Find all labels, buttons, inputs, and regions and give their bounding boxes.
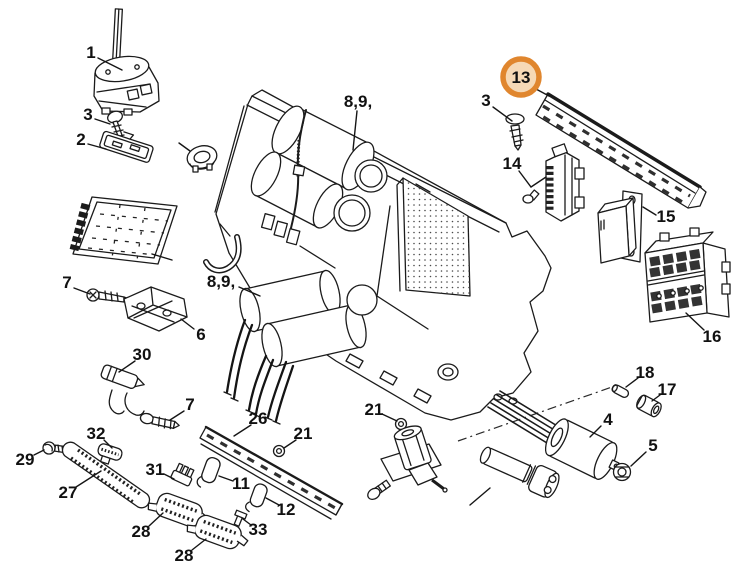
- part-12-clip: [245, 483, 268, 513]
- part-label-7-12[interactable]: 7: [185, 395, 194, 414]
- part-21-nut-a: [272, 444, 286, 458]
- part-28-block-b: [186, 514, 249, 550]
- part-label-28-20[interactable]: 28: [132, 522, 151, 541]
- part-5-nut: [612, 462, 632, 482]
- part-solenoid: [367, 417, 448, 501]
- part-label-12-21[interactable]: 12: [277, 500, 296, 519]
- part-label-26-13[interactable]: 26: [249, 409, 268, 428]
- cartridge-plug: [469, 446, 560, 506]
- part-label-18-25[interactable]: 18: [636, 363, 655, 382]
- leader-line-6-10: [180, 318, 195, 330]
- part-2-mounting-rail: [99, 130, 154, 163]
- part-label-13-5[interactable]: 13: [512, 68, 531, 87]
- leader-line-31-17: [163, 473, 175, 480]
- capacitors-lower: [239, 269, 378, 368]
- part-label-3-1[interactable]: 3: [83, 105, 92, 124]
- part-7-screw-left: [86, 288, 130, 303]
- leader-line-21-24: [381, 413, 398, 422]
- hose: [203, 223, 242, 274]
- leader-line-1-0: [97, 57, 123, 71]
- part-7-screw-mid: [139, 412, 180, 430]
- part-label-21-24[interactable]: 21: [365, 400, 384, 419]
- perforated-panel: [396, 177, 471, 297]
- leader-line-29-16: [33, 449, 45, 456]
- leader-line-21-14: [283, 439, 297, 449]
- leader-line-89-3: [352, 110, 358, 151]
- leader-line-28-20: [148, 512, 164, 527]
- leader-line-5-28: [630, 451, 647, 467]
- leader-line-2-2: [87, 143, 107, 150]
- part-label-21-14[interactable]: 21: [294, 424, 313, 443]
- capacitors-top: [250, 105, 388, 232]
- part-label-27-18[interactable]: 27: [59, 483, 78, 502]
- part-16-contactor: [644, 227, 731, 323]
- leader-line-30-11: [118, 360, 136, 373]
- part-label-16-8[interactable]: 16: [703, 327, 722, 346]
- part-label-5-28[interactable]: 5: [648, 436, 657, 455]
- leader-line-7-9: [73, 287, 91, 295]
- part-32-clip: [97, 443, 123, 465]
- part-14-connector: [522, 143, 585, 222]
- leader-line-13-5: [535, 88, 550, 97]
- part-26-rail: [199, 425, 344, 520]
- part-31-clip: [170, 462, 195, 487]
- part-label-4-27[interactable]: 4: [603, 410, 613, 429]
- part-3-screw-right: [505, 113, 525, 151]
- highlight-ring-part-13[interactable]: [500, 56, 542, 98]
- part-label-33-22[interactable]: 33: [249, 520, 268, 539]
- part-label-2-2[interactable]: 2: [76, 130, 85, 149]
- part-15-module: [597, 190, 643, 264]
- leader-line-89-29: [238, 286, 261, 297]
- part-label-15-7[interactable]: 15: [657, 207, 676, 226]
- main-assembly: [203, 89, 552, 425]
- leader-line-32-15: [103, 439, 113, 449]
- assembly-axis-line: [457, 386, 613, 442]
- leader-line-16-8: [685, 312, 705, 331]
- leader-line-11-19: [218, 475, 234, 482]
- part-label-30-11[interactable]: 30: [133, 345, 152, 364]
- part-label-32-15[interactable]: 32: [87, 424, 106, 443]
- leader-line-3-4: [492, 106, 513, 122]
- part-label-1-0[interactable]: 1: [86, 43, 95, 62]
- part-11-clip: [196, 457, 221, 488]
- part-label-11-19[interactable]: 11: [232, 474, 250, 493]
- leader-line-3-1: [94, 118, 111, 125]
- part-label-28-23[interactable]: 28: [175, 546, 194, 565]
- leader-line-28-23: [191, 538, 207, 551]
- part-30-sensor: [100, 364, 145, 416]
- part-label-6-10[interactable]: 6: [196, 325, 205, 344]
- part-33-pin: [233, 509, 248, 527]
- leader-line-17-26: [651, 394, 661, 402]
- part-1-rotary-switch: [93, 8, 160, 116]
- part-6-bracket: [123, 286, 188, 332]
- part-14-screw: [522, 189, 540, 204]
- leader-line-7-12: [169, 410, 185, 421]
- leader-line-26-13: [233, 424, 252, 437]
- cable-grommet: [178, 142, 218, 173]
- leader-line-33-22: [242, 518, 252, 526]
- part-28-block-a: [147, 492, 210, 528]
- leader-line-15-7: [642, 206, 657, 216]
- leader-line-27-18: [75, 470, 102, 488]
- part-label-7-9[interactable]: 7: [62, 273, 71, 292]
- capacitor-cables: [223, 318, 295, 425]
- part-27-terminal-strip: [61, 441, 151, 509]
- part-label-3-4[interactable]: 3: [481, 91, 490, 110]
- part-label-89-29[interactable]: 8,9,: [207, 272, 235, 291]
- part-4-capacitor: [487, 390, 620, 480]
- leader-line-12-21: [265, 497, 280, 506]
- leader-line-14-6: [518, 170, 547, 188]
- part-label-31-17[interactable]: 31: [146, 460, 165, 479]
- leader-line-18-25: [625, 377, 639, 388]
- part-13-din-rail: [535, 92, 707, 209]
- part-label-89-3[interactable]: 8,9,: [344, 92, 372, 111]
- part-label-17-26[interactable]: 17: [658, 380, 677, 399]
- part-18-pin: [611, 384, 630, 398]
- circuit-board: [69, 196, 178, 265]
- part-label-29-16[interactable]: 29: [16, 450, 35, 469]
- part-label-14-6[interactable]: 14: [503, 154, 522, 173]
- leader-line-4-27: [589, 425, 602, 438]
